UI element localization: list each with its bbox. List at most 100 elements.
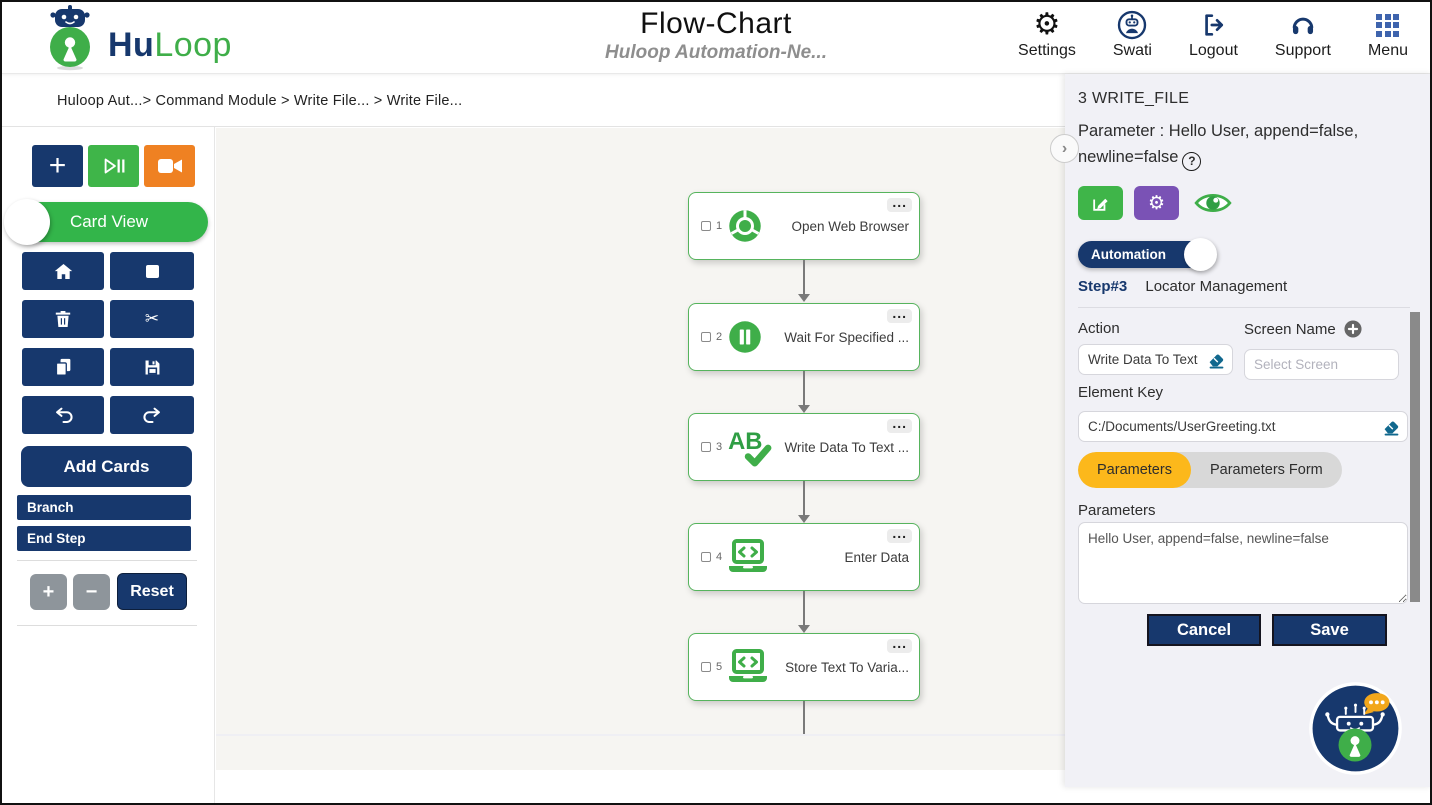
branch-card[interactable]: Branch bbox=[17, 495, 191, 520]
preview-button[interactable] bbox=[1190, 186, 1235, 220]
flow-canvas[interactable]: ... 1 Open Web Browser ... 2 Wait For bbox=[216, 128, 1065, 770]
undo-button[interactable] bbox=[22, 396, 104, 434]
screen-name-label: Screen Name bbox=[1244, 320, 1407, 342]
laptop-code-icon bbox=[729, 649, 768, 682]
action-label: Action bbox=[1078, 320, 1120, 337]
node-menu-button[interactable]: ... bbox=[887, 526, 912, 543]
trash-icon bbox=[55, 311, 71, 327]
stop-button[interactable] bbox=[110, 252, 194, 290]
brand-wordmark: HuLoop bbox=[108, 25, 232, 64]
eraser-icon[interactable] bbox=[1382, 417, 1401, 441]
node-checkbox[interactable] bbox=[701, 552, 711, 562]
redo-icon bbox=[142, 407, 160, 423]
scissors-icon: ✂ bbox=[144, 309, 160, 329]
flow-node-wait[interactable]: ... 2 Wait For Specified ... bbox=[688, 303, 920, 371]
parameters-label: Parameters bbox=[1078, 502, 1156, 519]
edit-step-button[interactable] bbox=[1078, 186, 1123, 220]
copy-icon bbox=[55, 358, 71, 376]
eraser-icon[interactable] bbox=[1207, 350, 1226, 374]
node-menu-button[interactable]: ... bbox=[887, 416, 912, 433]
add-screen-icon[interactable] bbox=[1344, 320, 1362, 342]
header-nav: ⚙ Settings Swati bbox=[1018, 9, 1408, 60]
undo-icon bbox=[55, 407, 73, 423]
flow-arrow bbox=[798, 371, 810, 413]
support-button[interactable]: Support bbox=[1275, 9, 1331, 60]
home-button[interactable] bbox=[22, 252, 104, 290]
step-section-label: Locator Management bbox=[1145, 278, 1288, 295]
screen-name-input[interactable] bbox=[1244, 349, 1399, 380]
element-key-input[interactable] bbox=[1078, 411, 1408, 442]
logout-icon bbox=[1199, 9, 1227, 41]
zoom-out-button[interactable]: − bbox=[73, 574, 110, 610]
flow-connector bbox=[803, 701, 805, 735]
left-toolbar: + Card View bbox=[2, 127, 215, 803]
top-header: HuLoop Flow-Chart Huloop Automation-Ne..… bbox=[2, 2, 1430, 74]
settings-button[interactable]: ⚙ Settings bbox=[1018, 7, 1076, 60]
tab-parameters[interactable]: Parameters bbox=[1078, 452, 1191, 488]
copy-button[interactable] bbox=[22, 348, 104, 386]
canvas-guide-line bbox=[216, 734, 1065, 736]
plus-icon: + bbox=[48, 149, 67, 182]
end-step-card[interactable]: End Step bbox=[17, 526, 191, 551]
breadcrumb[interactable]: Huloop Aut...> Command Module > Write Fi… bbox=[57, 92, 463, 109]
svg-text:AB: AB bbox=[728, 428, 762, 455]
headset-icon bbox=[1289, 9, 1317, 41]
redo-button[interactable] bbox=[110, 396, 194, 434]
flow-node-write-data[interactable]: ... 3 AB Write Data To Text ... bbox=[688, 413, 920, 481]
record-button[interactable] bbox=[144, 145, 195, 187]
parameters-textarea[interactable]: Hello User, append=false, newline=false bbox=[1078, 522, 1408, 604]
chevron-right-icon: › bbox=[1061, 139, 1068, 157]
node-menu-button[interactable]: ... bbox=[887, 636, 912, 653]
chrome-icon bbox=[729, 210, 761, 242]
save-button[interactable]: Save bbox=[1272, 614, 1387, 646]
ab-check-icon: AB bbox=[728, 428, 772, 467]
automation-toggle[interactable]: Automation bbox=[1078, 238, 1217, 271]
reset-button[interactable]: Reset bbox=[117, 573, 187, 610]
panel-scrollbar[interactable] bbox=[1410, 312, 1420, 602]
flow-node-open-web-browser[interactable]: ... 1 Open Web Browser bbox=[688, 192, 920, 260]
cancel-button[interactable]: Cancel bbox=[1147, 614, 1261, 646]
floppy-disk-icon bbox=[145, 360, 159, 374]
step-settings-button[interactable]: ⚙ bbox=[1134, 186, 1179, 220]
menu-button[interactable]: Menu bbox=[1368, 9, 1408, 60]
node-checkbox[interactable] bbox=[701, 332, 711, 342]
node-checkbox[interactable] bbox=[701, 662, 711, 672]
cut-button[interactable]: ✂ bbox=[110, 300, 194, 338]
zoom-in-button[interactable]: + bbox=[30, 574, 67, 610]
parameters-tab-group: Parameters Parameters Form bbox=[1078, 452, 1342, 488]
gear-icon: ⚙ bbox=[1147, 192, 1166, 214]
step-title: 3 WRITE_FILE bbox=[1078, 90, 1190, 107]
save-button[interactable] bbox=[110, 348, 194, 386]
logout-button[interactable]: Logout bbox=[1189, 9, 1238, 60]
panel-collapse-button[interactable]: › bbox=[1050, 134, 1079, 163]
huloop-logo[interactable]: HuLoop bbox=[40, 4, 232, 72]
user-account-button[interactable]: Swati bbox=[1113, 9, 1152, 60]
divider bbox=[1078, 307, 1410, 308]
node-menu-button[interactable]: ... bbox=[887, 306, 912, 323]
node-menu-button[interactable]: ... bbox=[887, 195, 912, 212]
assistant-chat-button[interactable] bbox=[1307, 680, 1404, 777]
tab-parameters-form[interactable]: Parameters Form bbox=[1209, 462, 1323, 478]
card-view-toggle[interactable]: Card View bbox=[4, 199, 208, 245]
delete-button[interactable] bbox=[22, 300, 104, 338]
toggle-knob bbox=[4, 199, 50, 245]
video-camera-icon bbox=[157, 159, 182, 173]
parameter-summary: Parameter : Hello User, append=false, ne… bbox=[1078, 118, 1416, 171]
flow-node-store-text[interactable]: ... 5 Store Text To Varia... bbox=[688, 633, 920, 701]
add-step-button[interactable]: + bbox=[32, 145, 83, 187]
home-icon bbox=[54, 263, 72, 279]
help-icon[interactable]: ? bbox=[1182, 151, 1202, 171]
page-subtitle: Huloop Automation-Ne... bbox=[605, 42, 827, 63]
play-pause-icon bbox=[104, 158, 124, 174]
edit-pencil-icon bbox=[1093, 198, 1108, 211]
node-checkbox[interactable] bbox=[701, 442, 711, 452]
toggle-knob bbox=[1184, 238, 1217, 271]
laptop-code-icon bbox=[729, 539, 768, 572]
node-checkbox[interactable] bbox=[701, 221, 711, 231]
flow-node-enter-data[interactable]: ... 4 Enter Data bbox=[688, 523, 920, 591]
action-input[interactable] bbox=[1078, 344, 1233, 375]
user-robot-icon bbox=[1117, 9, 1147, 41]
add-cards-button[interactable]: Add Cards bbox=[21, 446, 192, 487]
play-pause-button[interactable] bbox=[88, 145, 139, 187]
